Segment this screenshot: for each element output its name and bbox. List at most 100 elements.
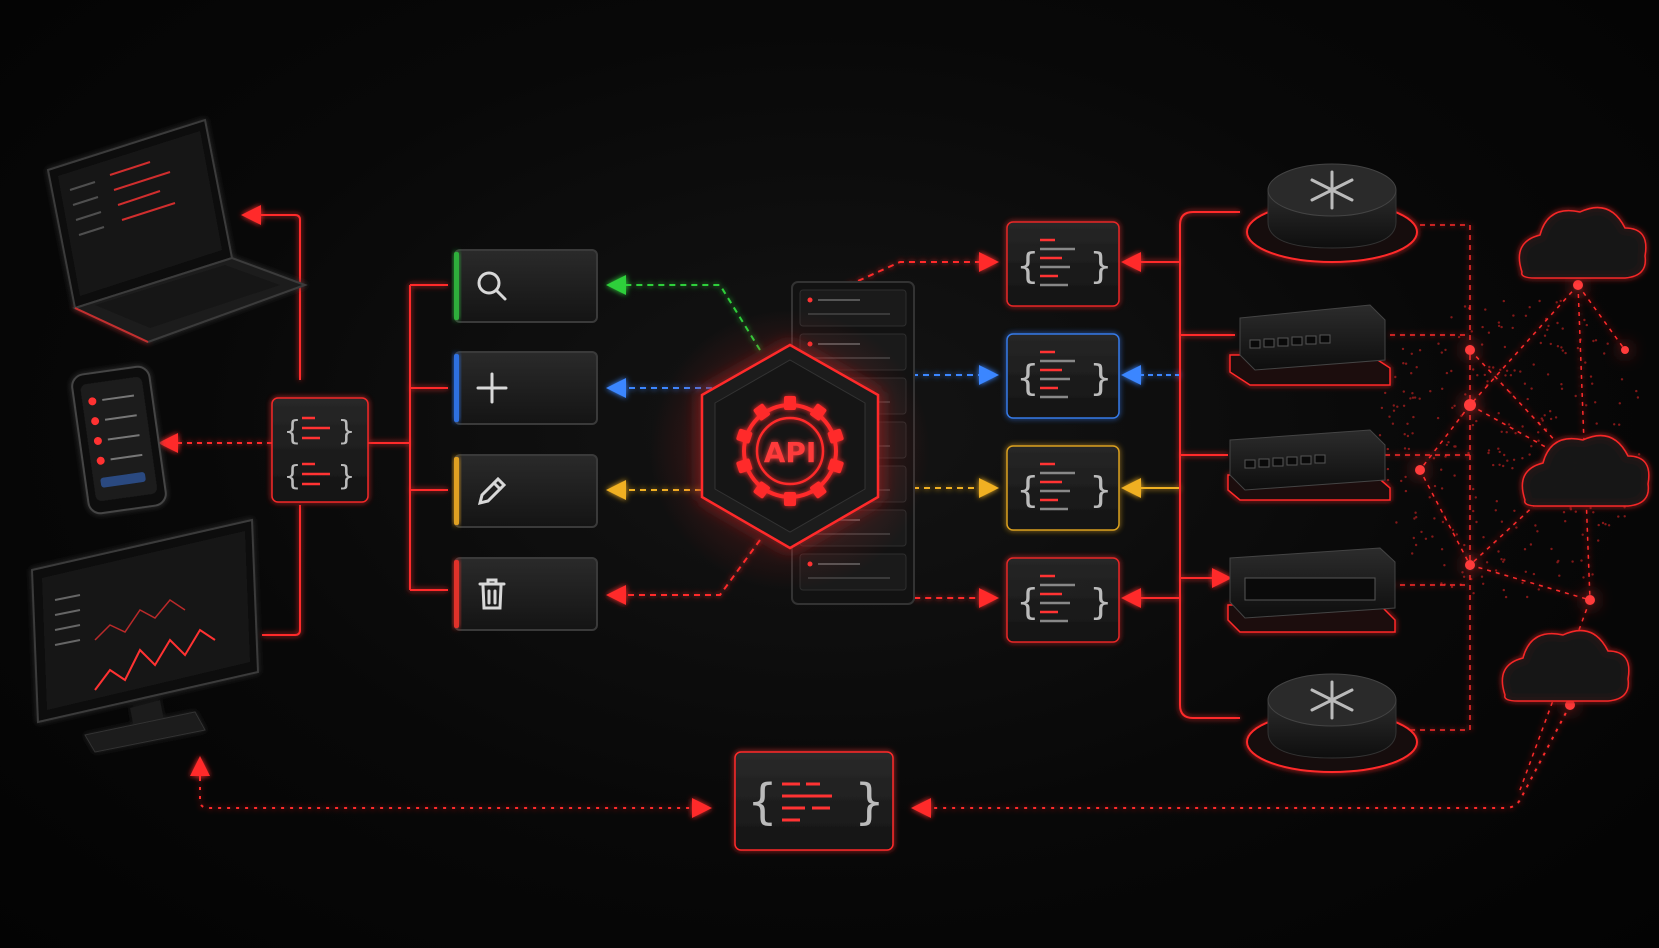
map-dot	[1581, 533, 1584, 536]
svg-text:}: }	[1090, 246, 1112, 287]
map-dot	[1482, 536, 1485, 539]
map-dot	[1440, 351, 1444, 354]
map-dot	[1550, 547, 1553, 551]
map-dot	[1580, 559, 1583, 562]
map-dot	[1415, 366, 1418, 369]
network-switch-icon	[1227, 547, 1396, 633]
map-dot	[1411, 432, 1414, 435]
map-dot	[1592, 339, 1595, 343]
map-dot	[1406, 434, 1410, 438]
update-action-button[interactable]	[454, 454, 598, 528]
map-dot	[1415, 516, 1418, 519]
map-dot	[1546, 373, 1550, 376]
map-dot	[1538, 299, 1541, 303]
map-dot	[1503, 558, 1506, 561]
connector-bottom-right	[911, 704, 1571, 818]
map-dot	[1395, 521, 1398, 524]
map-dot	[1576, 346, 1580, 350]
map-dot	[1623, 515, 1626, 518]
mesh-node	[1621, 346, 1629, 354]
map-dot	[1594, 339, 1598, 342]
map-dot	[1402, 404, 1406, 407]
delete-action-button[interactable]	[454, 557, 598, 631]
mesh-node	[1573, 280, 1583, 290]
map-dot	[1480, 343, 1484, 346]
map-dot	[1471, 423, 1475, 427]
map-dot	[1413, 517, 1416, 520]
map-dot	[1613, 423, 1616, 426]
mesh-node	[1465, 345, 1475, 355]
plus-icon	[476, 372, 508, 404]
map-dot	[1500, 520, 1504, 523]
map-dot	[1635, 389, 1638, 393]
map-dot	[1511, 467, 1514, 470]
svg-text:}: }	[338, 414, 355, 447]
map-dot	[1412, 536, 1416, 540]
map-dot	[1502, 560, 1505, 563]
map-dot	[1455, 533, 1459, 536]
map-dot	[1440, 582, 1443, 585]
map-dot	[1530, 445, 1533, 448]
map-dot	[1549, 342, 1553, 346]
map-dot	[1574, 510, 1578, 513]
map-dot	[1554, 416, 1558, 419]
svg-text:{: {	[1017, 470, 1039, 511]
hub-label: API	[764, 436, 817, 469]
map-dot	[1507, 423, 1511, 426]
map-dot	[1530, 387, 1533, 390]
create-action-button[interactable]	[454, 351, 598, 425]
connector-monitor	[262, 505, 301, 636]
map-dot	[1534, 524, 1537, 527]
map-dot	[1497, 550, 1500, 553]
map-dot	[1410, 372, 1413, 375]
map-dot	[1488, 365, 1491, 369]
map-dot	[1440, 468, 1443, 471]
map-dot	[1396, 405, 1399, 408]
map-dot	[1513, 369, 1516, 372]
svg-text:{: {	[284, 414, 301, 447]
map-dot	[1537, 439, 1540, 442]
map-dot	[1547, 324, 1550, 328]
map-dot	[1411, 396, 1415, 399]
map-dot	[1500, 558, 1503, 561]
map-dot	[1591, 382, 1594, 385]
action-buttons	[454, 249, 598, 631]
map-dot	[1512, 314, 1515, 317]
network-switch-icon	[1229, 304, 1391, 386]
map-dot	[1414, 543, 1418, 547]
map-dot	[1401, 347, 1405, 351]
map-dot	[1512, 458, 1516, 461]
search-action-button[interactable]	[454, 249, 598, 323]
map-dot	[1444, 348, 1447, 352]
map-dot	[1418, 349, 1422, 352]
map-dot	[1386, 467, 1390, 471]
connector-hub-json-1	[837, 252, 999, 291]
map-dot	[1467, 451, 1470, 455]
map-dot	[1556, 561, 1559, 564]
map-dot	[1597, 539, 1600, 542]
map-dot	[1541, 419, 1545, 422]
cloud-icon	[1518, 206, 1647, 279]
map-dot	[1607, 524, 1611, 527]
map-dot	[1441, 520, 1445, 524]
map-dot	[1433, 517, 1436, 520]
map-dot	[1556, 345, 1560, 348]
map-dot	[1492, 463, 1495, 467]
map-dot	[1406, 422, 1409, 425]
map-dot	[1474, 496, 1478, 499]
map-dot	[1457, 335, 1461, 339]
svg-text:{: {	[284, 459, 301, 492]
map-dot	[1485, 561, 1489, 564]
map-dot	[1555, 301, 1558, 304]
map-dot	[1462, 575, 1466, 578]
map-dot	[1509, 374, 1513, 377]
map-dot	[1475, 520, 1478, 524]
map-dot	[1450, 316, 1453, 319]
map-dot	[1556, 321, 1559, 325]
map-dot	[1532, 363, 1535, 366]
map-dot	[1515, 526, 1518, 529]
map-dot	[1528, 453, 1531, 456]
map-dot	[1494, 569, 1498, 572]
map-dot	[1461, 571, 1464, 574]
svg-text:{: {	[1017, 246, 1039, 287]
